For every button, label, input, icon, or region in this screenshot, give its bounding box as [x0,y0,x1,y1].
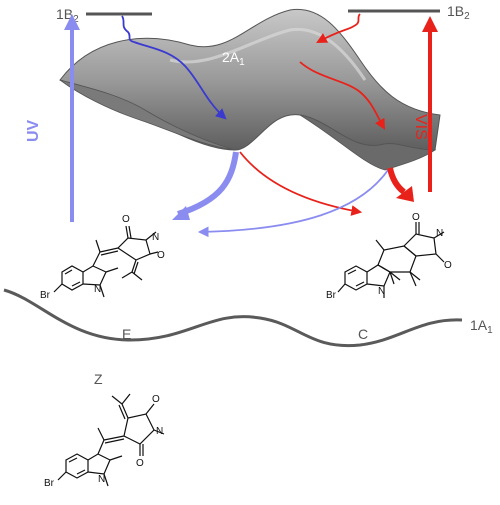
decay-arrows [172,151,414,238]
molecule-e-atoms: Br N O N O [40,214,165,301]
svg-text:Br: Br [40,290,51,301]
svg-text:N: N [94,284,101,295]
molecule-e [53,225,159,298]
vis-excitation-arrow: VIS [412,16,438,192]
svg-text:O: O [412,212,420,223]
svg-text:Br: Br [44,478,55,489]
ground-1a1-label: 1A1 [470,317,493,336]
svg-text:O: O [122,214,130,225]
ground-state-1a1: 1A1 E C [3,288,493,348]
svg-text:O: O [152,394,160,405]
vis-relaxation-path [299,13,386,130]
svg-text:N: N [156,426,163,437]
svg-text:O: O [157,250,165,261]
molecule-c [337,222,445,298]
level-1b2-left: 1B2 [56,6,152,25]
svg-text:N: N [152,232,159,243]
molecule-z [57,393,165,487]
uv-label: UV [25,119,42,142]
uv-excitation-arrow: UV [25,14,80,222]
surface-2a1-label: 2A1 [222,49,245,68]
svg-text:N: N [98,474,105,485]
svg-text:N: N [378,286,385,297]
vis-label: VIS [412,114,429,140]
excited-surface-2a1 [59,8,441,171]
isomer-c-label: C [358,326,368,342]
molecule-c-atoms: Br N O N O [326,212,452,301]
level-1b2-left-label: 1B2 [56,6,79,25]
level-1b2-right: 1B2 [348,3,470,22]
svg-text:O: O [444,260,452,271]
uv-relaxation-path [121,15,227,120]
isomer-e-label: E [122,326,131,342]
level-1b2-right-label: 1B2 [447,3,470,22]
svg-text:Br: Br [326,290,337,301]
isomer-z-label: Z [94,371,103,387]
svg-text:N: N [436,228,443,239]
svg-text:O: O [136,458,144,469]
molecule-z-atoms: Br N O N O [44,394,163,489]
